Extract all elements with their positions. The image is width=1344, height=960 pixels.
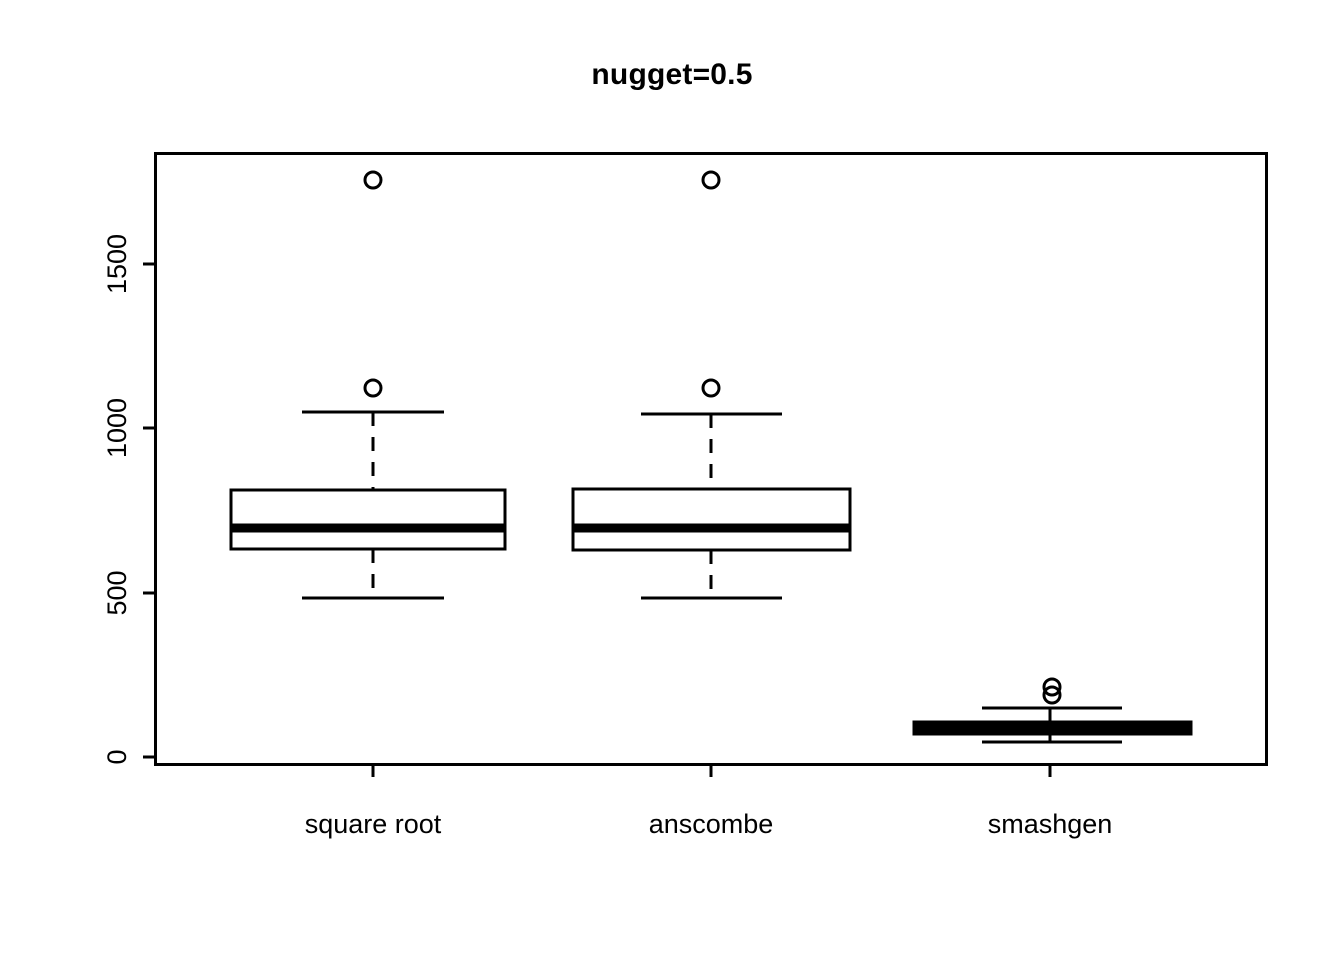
outlier-point [701, 378, 721, 398]
outlier-point [1042, 685, 1062, 705]
y-tick-label-1000: 1000 [102, 398, 132, 458]
y-tick-label-1500: 1500 [102, 234, 132, 294]
x-tick-label-square-root: square root [305, 809, 442, 839]
outlier-point [363, 170, 383, 190]
x-tick-label-smashgen: smashgen [988, 809, 1113, 839]
x-tick-label-anscombe: anscombe [649, 809, 774, 839]
box-body-2 [571, 487, 852, 552]
y-tick-label-0: 0 [102, 749, 132, 764]
chart-title: nugget=0.5 [591, 58, 753, 91]
box-body-1 [229, 488, 507, 551]
outlier-point [1042, 677, 1062, 697]
box-smashgen [912, 677, 1193, 744]
outlier-point [363, 378, 383, 398]
x-axis: square root anscombe smashgen [305, 765, 1113, 839]
plot-frame [154, 152, 1268, 766]
box-square-root [229, 170, 507, 600]
y-tick-label-500: 500 [102, 570, 132, 615]
y-axis: 0 500 1000 1500 [102, 234, 155, 765]
outlier-point [701, 170, 721, 190]
box-anscombe [571, 170, 852, 600]
